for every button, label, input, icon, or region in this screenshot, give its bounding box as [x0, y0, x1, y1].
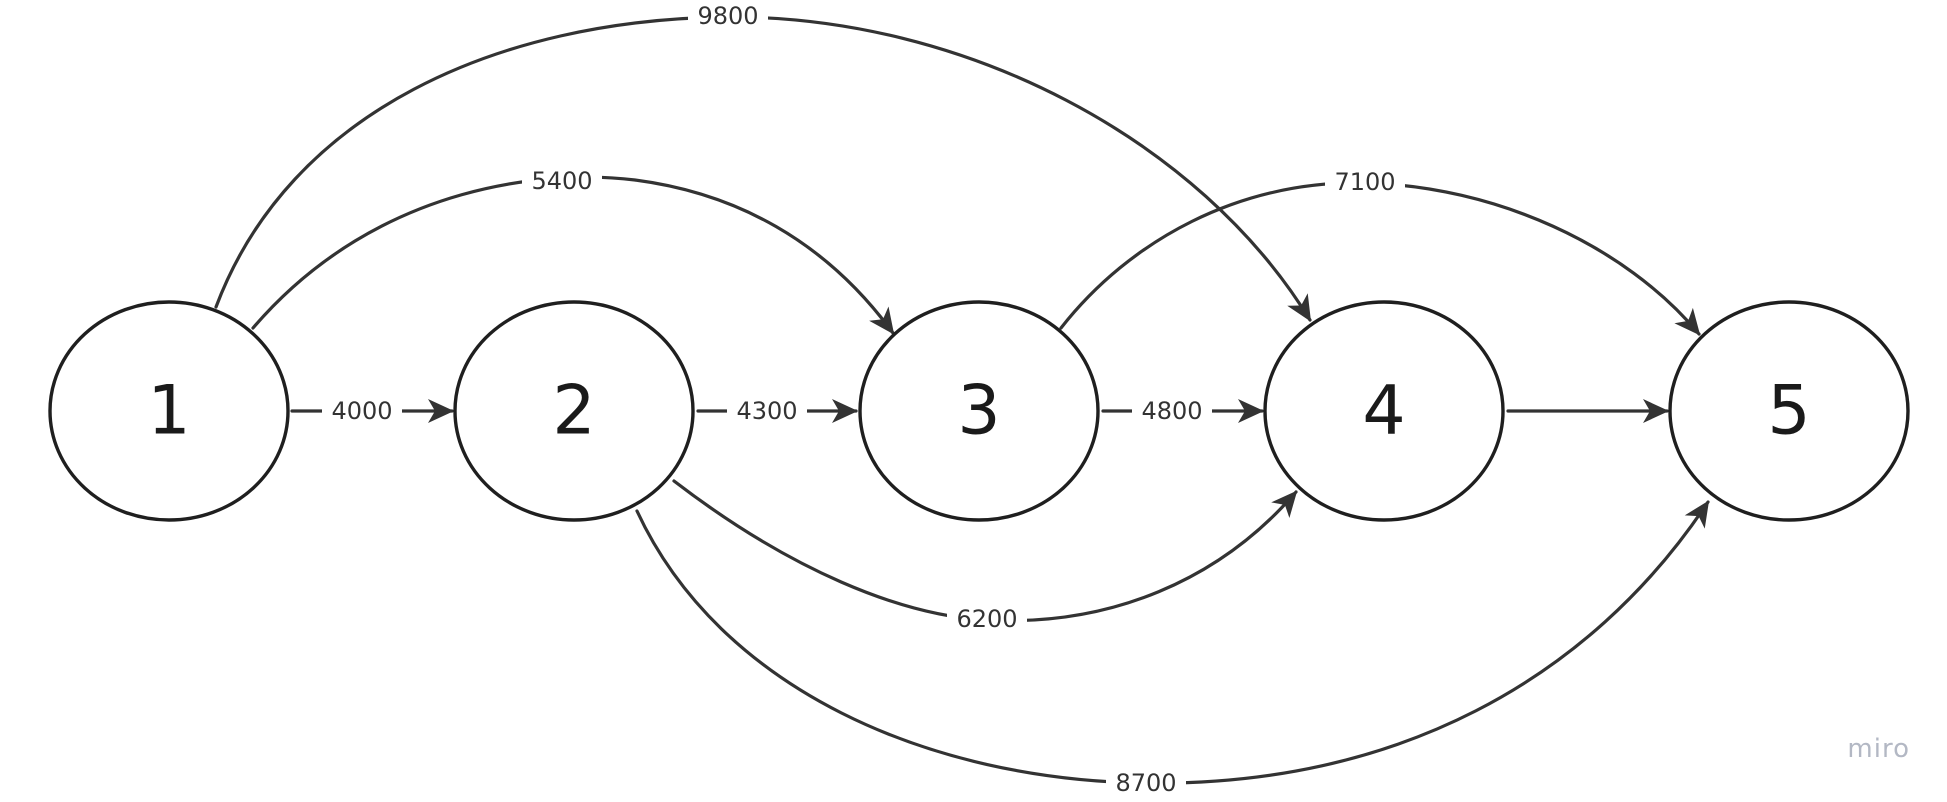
edge-label-bg: [1325, 168, 1405, 196]
edge-label-bg: [522, 167, 602, 195]
edge-label-2-5: 8700: [1115, 769, 1176, 797]
edge-label-bg: [947, 605, 1027, 633]
edge-1-4: [214, 15, 1312, 322]
node-5-shape: [1668, 300, 1910, 522]
miro-watermark: miro: [1847, 734, 1910, 764]
node-5-label: 5: [1767, 372, 1810, 451]
nodes-layer: 1 2 3 4 5: [48, 300, 1910, 522]
node-1-label: 1: [147, 372, 190, 451]
edge-label-bg: [322, 397, 402, 425]
edge-label-2-4: 6200: [956, 605, 1017, 633]
node-4-shape: [1263, 300, 1505, 522]
node-2-label: 2: [552, 372, 595, 451]
edge-label-3-4: 4800: [1141, 397, 1202, 425]
edge-labels-layer: 4000 4300 4800 5400 9800 7100 6200 8700: [322, 2, 1405, 797]
edge-label-1-3: 5400: [531, 167, 592, 195]
node-4-label: 4: [1362, 372, 1405, 451]
edge-label-2-3: 4300: [736, 397, 797, 425]
node-3-label: 3: [957, 372, 1000, 451]
edge-1-3: [251, 175, 895, 335]
node-4: 4: [1263, 300, 1505, 522]
edge-label-bg: [688, 2, 768, 30]
edge-label-1-4: 9800: [697, 2, 758, 30]
node-3-shape: [858, 300, 1100, 522]
edge-label-3-5: 7100: [1334, 168, 1395, 196]
node-2-shape: [453, 300, 695, 522]
node-1: 1: [48, 300, 290, 522]
node-1-shape: [48, 300, 290, 522]
edge-2-5: [635, 500, 1710, 785]
edge-label-bg: [1132, 397, 1212, 425]
edge-label-bg: [1106, 769, 1186, 797]
node-3: 3: [858, 300, 1100, 522]
node-5: 5: [1668, 300, 1910, 522]
node-2: 2: [453, 300, 695, 522]
edge-label-1-2: 4000: [331, 397, 392, 425]
edge-label-bg: [727, 397, 807, 425]
